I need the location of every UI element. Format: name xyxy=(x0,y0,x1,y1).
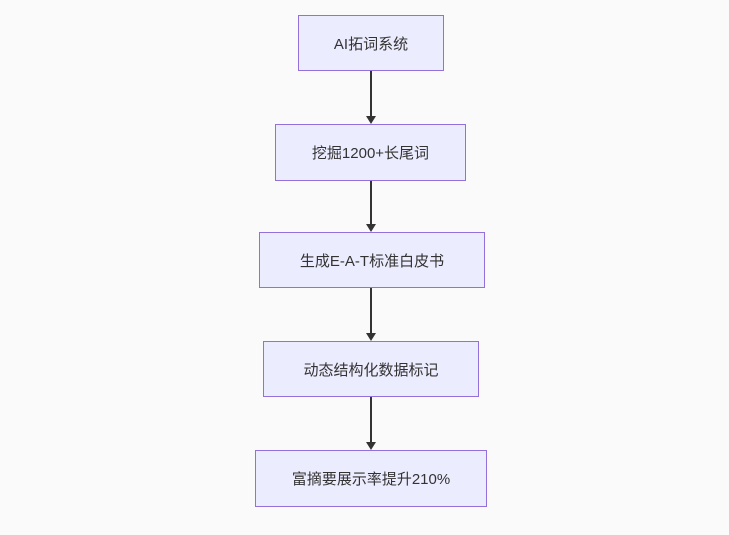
arrow-down-icon xyxy=(365,397,377,450)
arrow-line xyxy=(370,181,372,224)
arrow-line xyxy=(370,71,372,116)
arrow-down-icon xyxy=(365,181,377,232)
arrow-line xyxy=(370,288,372,333)
flowchart-node-structured-data-markup: 动态结构化数据标记 xyxy=(263,341,479,397)
flowchart-node-ai-expansion-system: AI拓词系统 xyxy=(298,15,444,71)
arrowhead-icon xyxy=(366,442,376,450)
flowchart-node-rich-snippet-rate: 富摘要展示率提升210% xyxy=(255,450,487,507)
arrow-down-icon xyxy=(365,288,377,341)
arrow-line xyxy=(370,397,372,442)
arrow-down-icon xyxy=(365,71,377,124)
node-label: 挖掘1200+长尾词 xyxy=(311,145,430,162)
arrowhead-icon xyxy=(366,224,376,232)
node-label: 富摘要展示率提升210% xyxy=(291,471,451,488)
node-label: 动态结构化数据标记 xyxy=(303,361,439,379)
node-label: 生成E-A-T标准白皮书 xyxy=(299,252,445,270)
flowchart-node-longtail-keywords: 挖掘1200+长尾词 xyxy=(275,124,466,181)
flowchart-node-eat-whitepaper: 生成E-A-T标准白皮书 xyxy=(259,232,485,288)
arrowhead-icon xyxy=(366,116,376,124)
node-label: AI拓词系统 xyxy=(333,35,409,53)
arrowhead-icon xyxy=(366,333,376,341)
